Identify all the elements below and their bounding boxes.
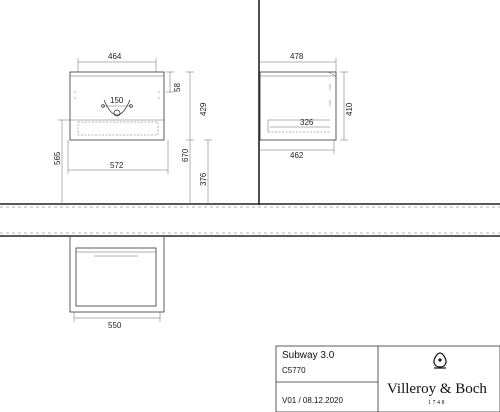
brand-name: Villeroy & Boch: [387, 381, 487, 397]
side-depth-bottom-label: 462: [290, 151, 304, 160]
top-cabinet-outline: [69, 235, 165, 313]
floor-to-bottom-label: 565: [53, 151, 62, 165]
brand-logo-icon: [433, 352, 447, 369]
floor-line: [0, 203, 500, 208]
top-view: 550: [69, 235, 165, 330]
front-width-bottom-label: 572: [110, 161, 124, 170]
drain-hole: [113, 109, 121, 117]
version-date: V01 / 08.12.2020: [282, 396, 343, 405]
front-cabinet-outline: [69, 71, 165, 141]
wall-line-plan: [0, 232, 500, 237]
upper-height-label: 429: [199, 102, 208, 116]
drawer-outline: [77, 121, 159, 136]
floor-to-drawer-label: 376: [199, 172, 208, 186]
product-code: C5770: [282, 366, 306, 375]
side-view: 478 326 462 410: [259, 52, 354, 160]
side-depth-top-label: 478: [290, 52, 304, 61]
side-inner-depth-label: 326: [300, 118, 314, 127]
top-width-label: 550: [108, 321, 122, 330]
brand-year: 1748: [428, 400, 446, 406]
side-height-label: 410: [345, 102, 354, 116]
title-block: Subway 3.0 C5770 V01 / 08.12.2020 Viller…: [275, 345, 500, 412]
side-cabinet-outline: [259, 71, 337, 141]
front-width-top-label: 464: [108, 52, 122, 61]
product-name: Subway 3.0: [282, 350, 335, 361]
tap-spacing-label: 150: [110, 96, 124, 105]
total-height-label: 670: [181, 148, 190, 162]
drawer-height-label: 58: [173, 83, 182, 92]
front-view: 464 150 58 429 670 376 565 572: [53, 52, 212, 204]
basin-bowl: [103, 99, 131, 116]
top-drawer-outline: [75, 247, 157, 307]
